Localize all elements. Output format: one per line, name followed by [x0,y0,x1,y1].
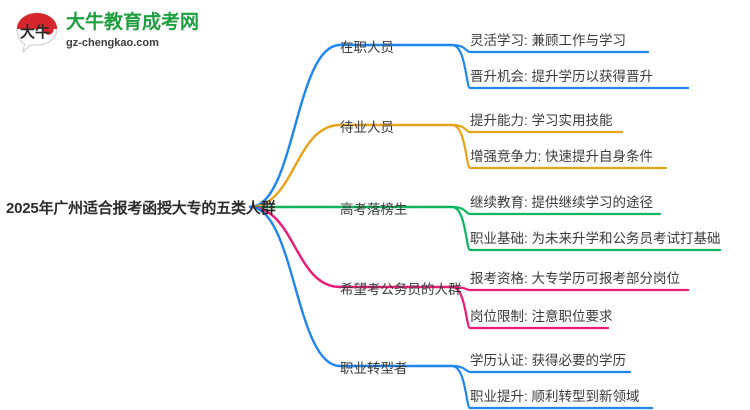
mindmap-leaf-label-4-1[interactable]: 报考资格: 大专学历可报考部分岗位 [470,271,681,286]
mindmap-connector [450,285,690,292]
mindmap-connector [450,364,654,410]
logo-subtitle: gz-chengkao.com [66,37,159,49]
mindmap-branch-label-2[interactable]: 待业人员 [340,120,394,135]
mindmap-connector [450,43,690,90]
mindmap-leaf-label-3-1[interactable]: 继续教育: 提供继续学习的途径 [470,195,654,210]
mindmap-branch-label-5[interactable]: 职业转型者 [340,361,408,376]
mindmap-branch-label-4[interactable]: 希望考公务员的人群 [340,282,462,297]
mindmap-connector [450,123,668,170]
mindmap-root-label[interactable]: 2025年广州适合报考函授大专的五类人群 [6,200,276,217]
mindmap-connector [248,205,454,368]
dani-speech-bubble-logo-icon: 大牛 [16,12,58,54]
mindmap-connector [248,205,454,289]
mindmap-leaf-label-2-1[interactable]: 提升能力: 学习实用技能 [470,113,613,128]
mindmap-leaf-label-1-1[interactable]: 灵活学习: 兼顾工作与学习 [470,33,627,48]
mindmap-connector [248,43,454,209]
mindmap-leaf-label-5-2[interactable]: 职业提升: 顺利转型到新领域 [470,389,640,404]
mindmap-leaf-label-2-2[interactable]: 增强竞争力: 快速提升自身条件 [470,149,654,164]
mindmap-branch-label-1[interactable]: 在职人员 [340,40,394,55]
mindmap-connector [450,205,722,252]
mindmap-branch-label-3[interactable]: 高考落榜生 [340,202,408,217]
mindmap-connector [450,285,610,330]
mindmap-leaf-label-1-2[interactable]: 晋升机会: 提升学历以获得晋升 [470,69,654,84]
svg-text:大牛: 大牛 [20,23,50,41]
site-logo[interactable]: 大牛 大牛教育成考网 gz-chengkao.com [10,8,200,60]
mindmap-leaf-label-5-1[interactable]: 学历认证: 获得必要的学历 [470,353,627,368]
logo-title: 大牛教育成考网 [66,12,200,33]
mindmap-connector [248,123,454,209]
mindmap-leaf-label-3-2[interactable]: 职业基础: 为未来升学和公务员考试打基础 [470,231,721,246]
mindmap-leaf-label-4-2[interactable]: 岗位限制: 注意职位要求 [470,309,613,324]
